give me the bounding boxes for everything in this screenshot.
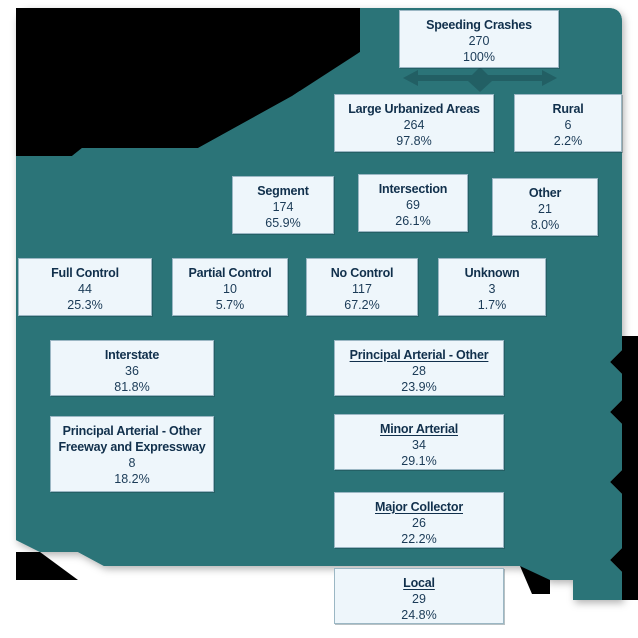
node-title: Full Control: [51, 266, 119, 280]
node-percent: 5.7%: [215, 298, 245, 312]
mask-region-bottom-mid: [520, 566, 550, 594]
node-count: 29: [412, 592, 426, 606]
node-count: 69: [406, 198, 420, 212]
node-large-urbanized-areas[interactable]: Large Urbanized Areas 264 97.8%: [334, 94, 494, 152]
node-minor-arterial[interactable]: Minor Arterial 34 29.1%: [334, 414, 504, 470]
node-title: Local: [403, 576, 435, 590]
node-count: 34: [412, 438, 426, 452]
node-intersection[interactable]: Intersection 69 26.1%: [358, 174, 468, 232]
node-title: Intersection: [378, 182, 448, 196]
mask-region-top-left-step: [294, 8, 360, 96]
node-no-control[interactable]: No Control 117 67.2%: [306, 258, 418, 316]
node-percent: 8.0%: [530, 218, 560, 232]
node-title: Speeding Crashes: [426, 18, 532, 32]
node-percent: 1.7%: [477, 298, 507, 312]
node-full-control[interactable]: Full Control 44 25.3%: [18, 258, 152, 316]
node-percent: 29.1%: [401, 454, 437, 468]
node-count: 26: [412, 516, 426, 530]
node-percent: 23.9%: [401, 380, 437, 394]
node-title: Partial Control: [188, 266, 272, 280]
node-percent: 100%: [463, 50, 495, 64]
node-title: Unknown: [464, 266, 520, 280]
node-title: Principal Arterial - Other Freeway and E…: [58, 424, 206, 454]
node-count: 28: [412, 364, 426, 378]
node-title: No Control: [330, 266, 394, 280]
node-title: Large Urbanized Areas: [348, 102, 480, 116]
mask-region-right-edge: [610, 336, 638, 600]
node-title: Minor Arterial: [380, 422, 458, 436]
node-title: Principal Arterial - Other: [349, 348, 489, 362]
node-count: 10: [223, 282, 237, 296]
node-count: 117: [352, 282, 372, 296]
node-title: Other: [528, 186, 562, 200]
node-partial-control[interactable]: Partial Control 10 5.7%: [172, 258, 288, 316]
node-percent: 65.9%: [265, 216, 301, 230]
node-principal-arterial-other-freeway-and-expressway[interactable]: Principal Arterial - Other Freeway and E…: [50, 416, 214, 492]
connector-arrow-root: [403, 67, 557, 92]
node-count: 8: [128, 456, 136, 470]
mask-region-top-left-slope: [16, 8, 360, 156]
mask-region-right-tail: [573, 580, 596, 600]
node-title: Rural: [552, 102, 584, 116]
node-percent: 2.2%: [553, 134, 583, 148]
node-count: 6: [564, 118, 572, 132]
node-interstate[interactable]: Interstate 36 81.8%: [50, 340, 214, 396]
node-other[interactable]: Other 21 8.0%: [492, 178, 598, 236]
node-local[interactable]: Local 29 24.8%: [334, 568, 504, 624]
node-percent: 97.8%: [396, 134, 432, 148]
node-title: Interstate: [104, 348, 160, 362]
node-percent: 26.1%: [395, 214, 431, 228]
node-rural[interactable]: Rural 6 2.2%: [514, 94, 622, 152]
node-percent: 24.8%: [401, 608, 437, 622]
node-percent: 25.3%: [67, 298, 103, 312]
node-count: 44: [78, 282, 92, 296]
node-count: 270: [468, 34, 490, 48]
node-segment[interactable]: Segment 174 65.9%: [232, 176, 334, 234]
node-major-collector[interactable]: Major Collector 26 22.2%: [334, 492, 504, 548]
node-count: 3: [488, 282, 496, 296]
node-unknown[interactable]: Unknown 3 1.7%: [438, 258, 546, 316]
node-percent: 22.2%: [401, 532, 437, 546]
node-count: 36: [125, 364, 139, 378]
mask-region-bottom-left: [16, 552, 78, 580]
mask-region-top-left-main: [16, 8, 360, 152]
node-count: 174: [272, 200, 294, 214]
node-title: Major Collector: [375, 500, 463, 514]
node-speeding-crashes[interactable]: Speeding Crashes 270 100%: [399, 10, 559, 68]
node-percent: 18.2%: [114, 472, 150, 486]
node-count: 264: [403, 118, 425, 132]
node-percent: 81.8%: [114, 380, 150, 394]
node-title: Segment: [257, 184, 309, 198]
node-count: 21: [538, 202, 552, 216]
node-principal-arterial-other[interactable]: Principal Arterial - Other 28 23.9%: [334, 340, 504, 396]
node-percent: 67.2%: [344, 298, 380, 312]
